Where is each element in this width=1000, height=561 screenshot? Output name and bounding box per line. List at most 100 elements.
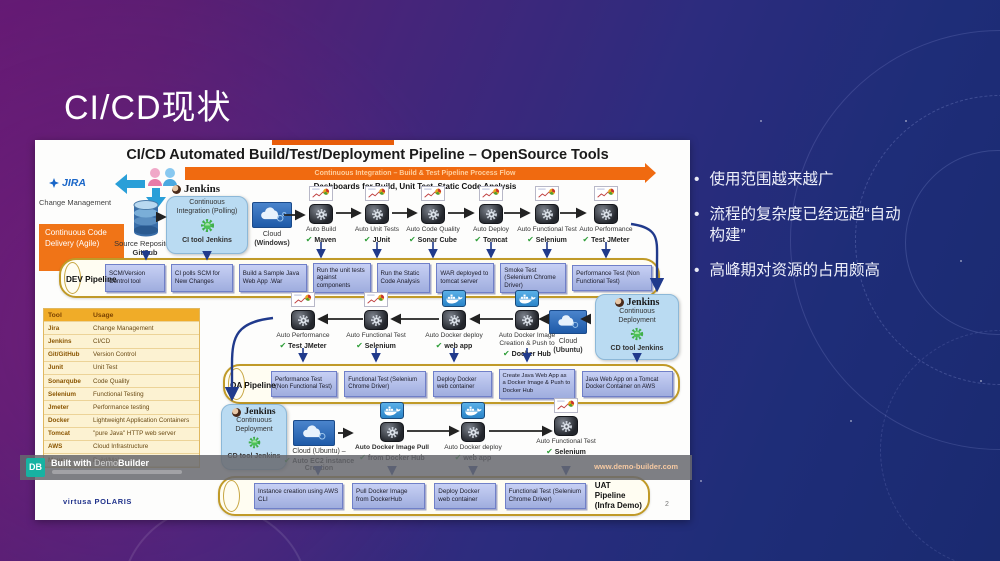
built-with-label: Built with DemoBuilder [51, 458, 149, 468]
check-icon: ✔ [279, 340, 287, 350]
step-title: Auto Build [305, 226, 337, 233]
cd-footer-tool: Jenkins [637, 344, 664, 352]
pipeline-box: WAR deployed to tomcat server [436, 263, 495, 293]
jenkins-butler-icon [614, 298, 624, 307]
cloud-line2: (Ubuntu) [553, 346, 583, 354]
dev-pipeline-label: DEV Pipeline [66, 275, 117, 284]
qa-step-docker-deploy: Auto Docker deploy ✔ web app [421, 290, 487, 350]
jira-label: JIRA [62, 177, 86, 189]
docker-icon [442, 290, 466, 307]
ci-footer-prefix: CI tool [182, 236, 204, 244]
check-icon: ✔ [474, 234, 482, 244]
pipeline-box: Smoke Test (Selenium Chrome Driver) [500, 263, 567, 293]
dev-step-build: Auto Build ✔ Maven [293, 186, 349, 244]
source-repository-database-icon [133, 200, 159, 237]
step-title: Auto Functional Test [346, 332, 406, 339]
pipeline-box: Functional Test (Selenium Chrome Driver) [344, 371, 427, 397]
pipeline-box: Functional Test (Selenium Chrome Driver) [504, 483, 586, 509]
decorative-circle [880, 330, 1000, 561]
jenkins-brand: Jenkins [184, 183, 221, 195]
ci-jenkins-box: Continuous Integration (Polling) CI tool… [166, 196, 248, 254]
check-icon: ✔ [503, 348, 510, 358]
uat-step-functional-test: Auto Functional Test ✔ Selenium [529, 398, 603, 456]
green-gear-icon [630, 327, 644, 340]
dashboard-chart-icon [554, 398, 578, 413]
page-number: 2 [665, 501, 669, 508]
check-icon: ✔ [527, 234, 534, 244]
uat-pipeline: Instance creation using AWS CLI Pull Doc… [218, 476, 650, 516]
built-with-bold: Builder [118, 458, 150, 468]
slide-title: CI/CD现状 [64, 89, 232, 127]
automation-gear-icon [515, 310, 539, 330]
pipeline-box: Performance Test (Non Functional Test) [572, 265, 652, 291]
ci-footer-tool: Jenkins [205, 236, 232, 244]
automation-gear-icon [365, 204, 389, 224]
check-icon: ✔ [435, 340, 443, 350]
tool-cell: AWS [48, 443, 63, 451]
bullet-text: 高峰期对资源的占用颇高 [709, 261, 880, 279]
dev-pipeline: DEV Pipeline SCM/Version Control tool CI… [59, 258, 660, 298]
step-tool: Selenium [364, 342, 396, 350]
pipeline-box: Java Web App on a Tomcat Docker Containe… [581, 371, 673, 397]
step-tool: JUnit [372, 236, 391, 244]
virtusa-polaris-logo: virtusa POLARIS [63, 497, 133, 506]
automation-gear-icon [421, 204, 445, 224]
dev-step-unit-test: Auto Unit Tests ✔ JUnit [349, 186, 405, 244]
uat-step-docker-deploy: Auto Docker deploy ✔ web app [439, 402, 507, 462]
cloud-line1: Cloud [262, 231, 282, 238]
pipeline-box: Build a Sample Java Web App .War [238, 264, 307, 292]
pipeline-box: Run the Static Code Analysis [376, 263, 431, 293]
bullet-icon: • [694, 171, 700, 188]
uat-step-docker-pull: Auto Docker Image Pull ✔ from Docker Hub [355, 402, 429, 462]
docker-icon [515, 290, 539, 307]
green-gear-icon [200, 218, 214, 232]
check-icon: ✔ [305, 234, 313, 244]
qa-step-performance-test: Auto Performance ✔ Test JMeter [271, 292, 335, 350]
step-tool: Selenium [554, 448, 586, 456]
tool-cell: Jira [48, 324, 60, 332]
step-title: Auto Code Quality [406, 226, 460, 233]
check-icon: ✔ [409, 234, 416, 244]
column-header: Tool [48, 311, 62, 319]
step-tool: web app [444, 342, 473, 350]
automation-gear-icon [309, 204, 333, 224]
cd-line1: Continuous [619, 308, 655, 315]
dashboard-chart-icon [365, 186, 389, 201]
dashboard-chart-icon [479, 186, 503, 201]
column-header: Usage [93, 311, 114, 319]
table-row: Tomcat"pure Java" HTTP web server [44, 427, 199, 441]
qa-pipeline-label: QA Pipeline [230, 381, 276, 390]
cd-line1: Continuous [236, 417, 272, 424]
tool-cell: Jenkins [48, 337, 72, 345]
change-management-label: Change Management [39, 198, 112, 207]
pipeline-diagram-panel: CI/CD Automated Build/Test/Deployment Pi… [20, 140, 692, 520]
accent-strip [272, 140, 394, 145]
step-title: Auto Deploy [473, 226, 509, 233]
usage-cell: "pure Java" HTTP web server [93, 430, 176, 438]
automation-gear-icon [461, 422, 485, 442]
ci-line1: Continuous [189, 199, 225, 206]
users-and-arrows-icon [115, 168, 177, 210]
usage-cell: Performance testing [93, 403, 150, 411]
uat-label-line1: UAT Pipeline [594, 481, 626, 500]
qa-step-docker-image-push: Auto Docker Image Creation & Push to ✔ D… [487, 290, 567, 358]
decorative-circle [905, 150, 1000, 335]
jenkins-butler-icon [232, 407, 242, 417]
jenkins-cd-header: Jenkins [598, 297, 676, 308]
step-title: Auto Functional Test [536, 438, 596, 445]
automation-gear-icon [535, 204, 559, 224]
green-gear-icon [248, 436, 260, 448]
tool-cell: Sonarqube [48, 377, 81, 385]
step-tool: Selenium [535, 236, 567, 244]
dashboard-chart-icon [421, 186, 445, 201]
automation-gear-icon [479, 204, 503, 224]
cd-jenkins-box-qa: Jenkins Continuous Deployment CD tool Je… [595, 294, 679, 360]
